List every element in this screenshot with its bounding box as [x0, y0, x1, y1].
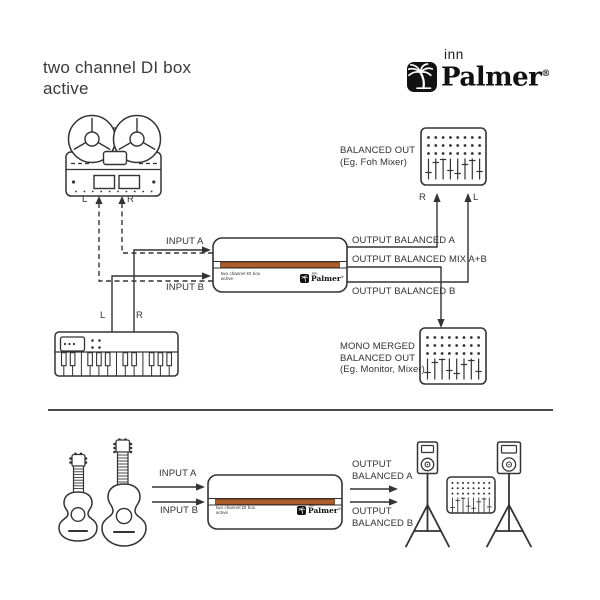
di-label-line2: active: [221, 276, 234, 281]
lower-output-b-line1: OUTPUT: [352, 506, 392, 517]
output-balanced-mix-label: OUTPUT BALANCED MIX A+B: [352, 254, 487, 265]
lower-output-b-line2: BALANCED B: [352, 517, 414, 529]
pa-speaker-left: [405, 441, 450, 548]
input-wires: [111, 249, 202, 332]
output-arrowheads: [433, 193, 472, 328]
mini-brand-name: Palmer®: [308, 506, 341, 515]
monitor-mixer-icon: [419, 327, 487, 385]
input-b-label: INPUT B: [166, 282, 205, 293]
di-box-lower: [207, 474, 343, 530]
link-out-arrowheads: [95, 196, 126, 204]
lower-output-b-label: OUTPUT BALANCED B: [352, 506, 413, 529]
di-label-line1: two channel DI box: [216, 505, 256, 510]
lower-wires: [152, 486, 390, 503]
mini-palmer-icon: [300, 274, 309, 284]
lower-output-a-label: OUTPUT BALANCED A: [352, 459, 413, 482]
brand-reg-mark: ®: [541, 69, 550, 79]
guitar-large: [101, 438, 147, 547]
output-balanced-b-label: OUTPUT BALANCED B: [352, 286, 456, 297]
mono-line2: BALANCED OUT: [340, 352, 416, 364]
input-a-label: INPUT A: [166, 236, 204, 247]
mono-line1: MONO MERGED: [340, 341, 415, 352]
balanced-out-line1: BALANCED OUT: [340, 145, 416, 156]
pa-speaker-right: [486, 441, 532, 548]
page-title-line2: active: [43, 79, 89, 98]
recorder-r-label: R: [127, 194, 134, 205]
link-out-wires-dashed: [98, 203, 213, 282]
di-box-upper-text: two channel DI box active: [221, 271, 260, 281]
foh-l-label: L: [473, 192, 479, 203]
lower-output-a-line1: OUTPUT: [352, 459, 392, 470]
lower-input-b-label: INPUT B: [160, 505, 199, 516]
brand-name: Palmer: [441, 62, 542, 93]
mini-brand-name: Palmer®: [311, 274, 344, 283]
lower-arrowheads: [196, 483, 398, 506]
recorder-l-label: L: [82, 194, 88, 205]
mono-merged-label: MONO MERGED BALANCED OUT (Eg. Monitor, M…: [340, 341, 425, 376]
mini-palmer-icon: [297, 506, 306, 516]
page-title: two channel DI box active: [43, 57, 191, 99]
input-arrowheads: [202, 246, 211, 280]
balanced-out-line2: (Eg. Foh Mixer): [340, 156, 407, 168]
di-box-upper-brand: inn Palmer®: [300, 271, 350, 286]
brand-sub-text: inn: [444, 47, 464, 62]
mono-line3: (Eg. Monitor, Mixer): [340, 364, 425, 375]
output-wires: [347, 202, 469, 320]
mini-brand-text: Palmer: [308, 506, 338, 515]
foh-r-label: R: [419, 192, 426, 203]
pa-mixer-icon: [446, 476, 496, 514]
guitar-small: [58, 452, 98, 542]
page-title-line1: two channel DI box: [43, 58, 192, 77]
lower-input-a-label: INPUT A: [159, 468, 197, 479]
di-label-line2: active: [216, 510, 229, 515]
lower-output-a-line2: BALANCED A: [352, 470, 413, 482]
synth-l-label: L: [100, 310, 106, 321]
di-box-lower-text: two channel DI box active: [216, 505, 255, 515]
mini-brand-sub: inn: [309, 503, 315, 508]
di-box-lower-brand: inn Palmer®: [297, 503, 347, 518]
mini-brand-text: Palmer: [311, 274, 341, 283]
mini-brand-reg: ®: [337, 507, 341, 512]
synth-r-label: R: [136, 310, 143, 321]
mini-brand-sub: inn: [312, 271, 318, 276]
output-balanced-a-label: OUTPUT BALANCED A: [352, 235, 455, 246]
keyboard-synth: [54, 331, 179, 377]
di-label-line1: two channel DI box: [221, 271, 261, 276]
brand-wordmark: Palmer®: [441, 60, 550, 92]
mini-brand-reg: ®: [340, 275, 344, 280]
balanced-out-label: BALANCED OUT (Eg. Foh Mixer): [340, 145, 415, 168]
palmer-logo-icon: [407, 62, 437, 92]
foh-mixer-icon: [420, 127, 487, 186]
tape-recorder: [65, 114, 162, 197]
